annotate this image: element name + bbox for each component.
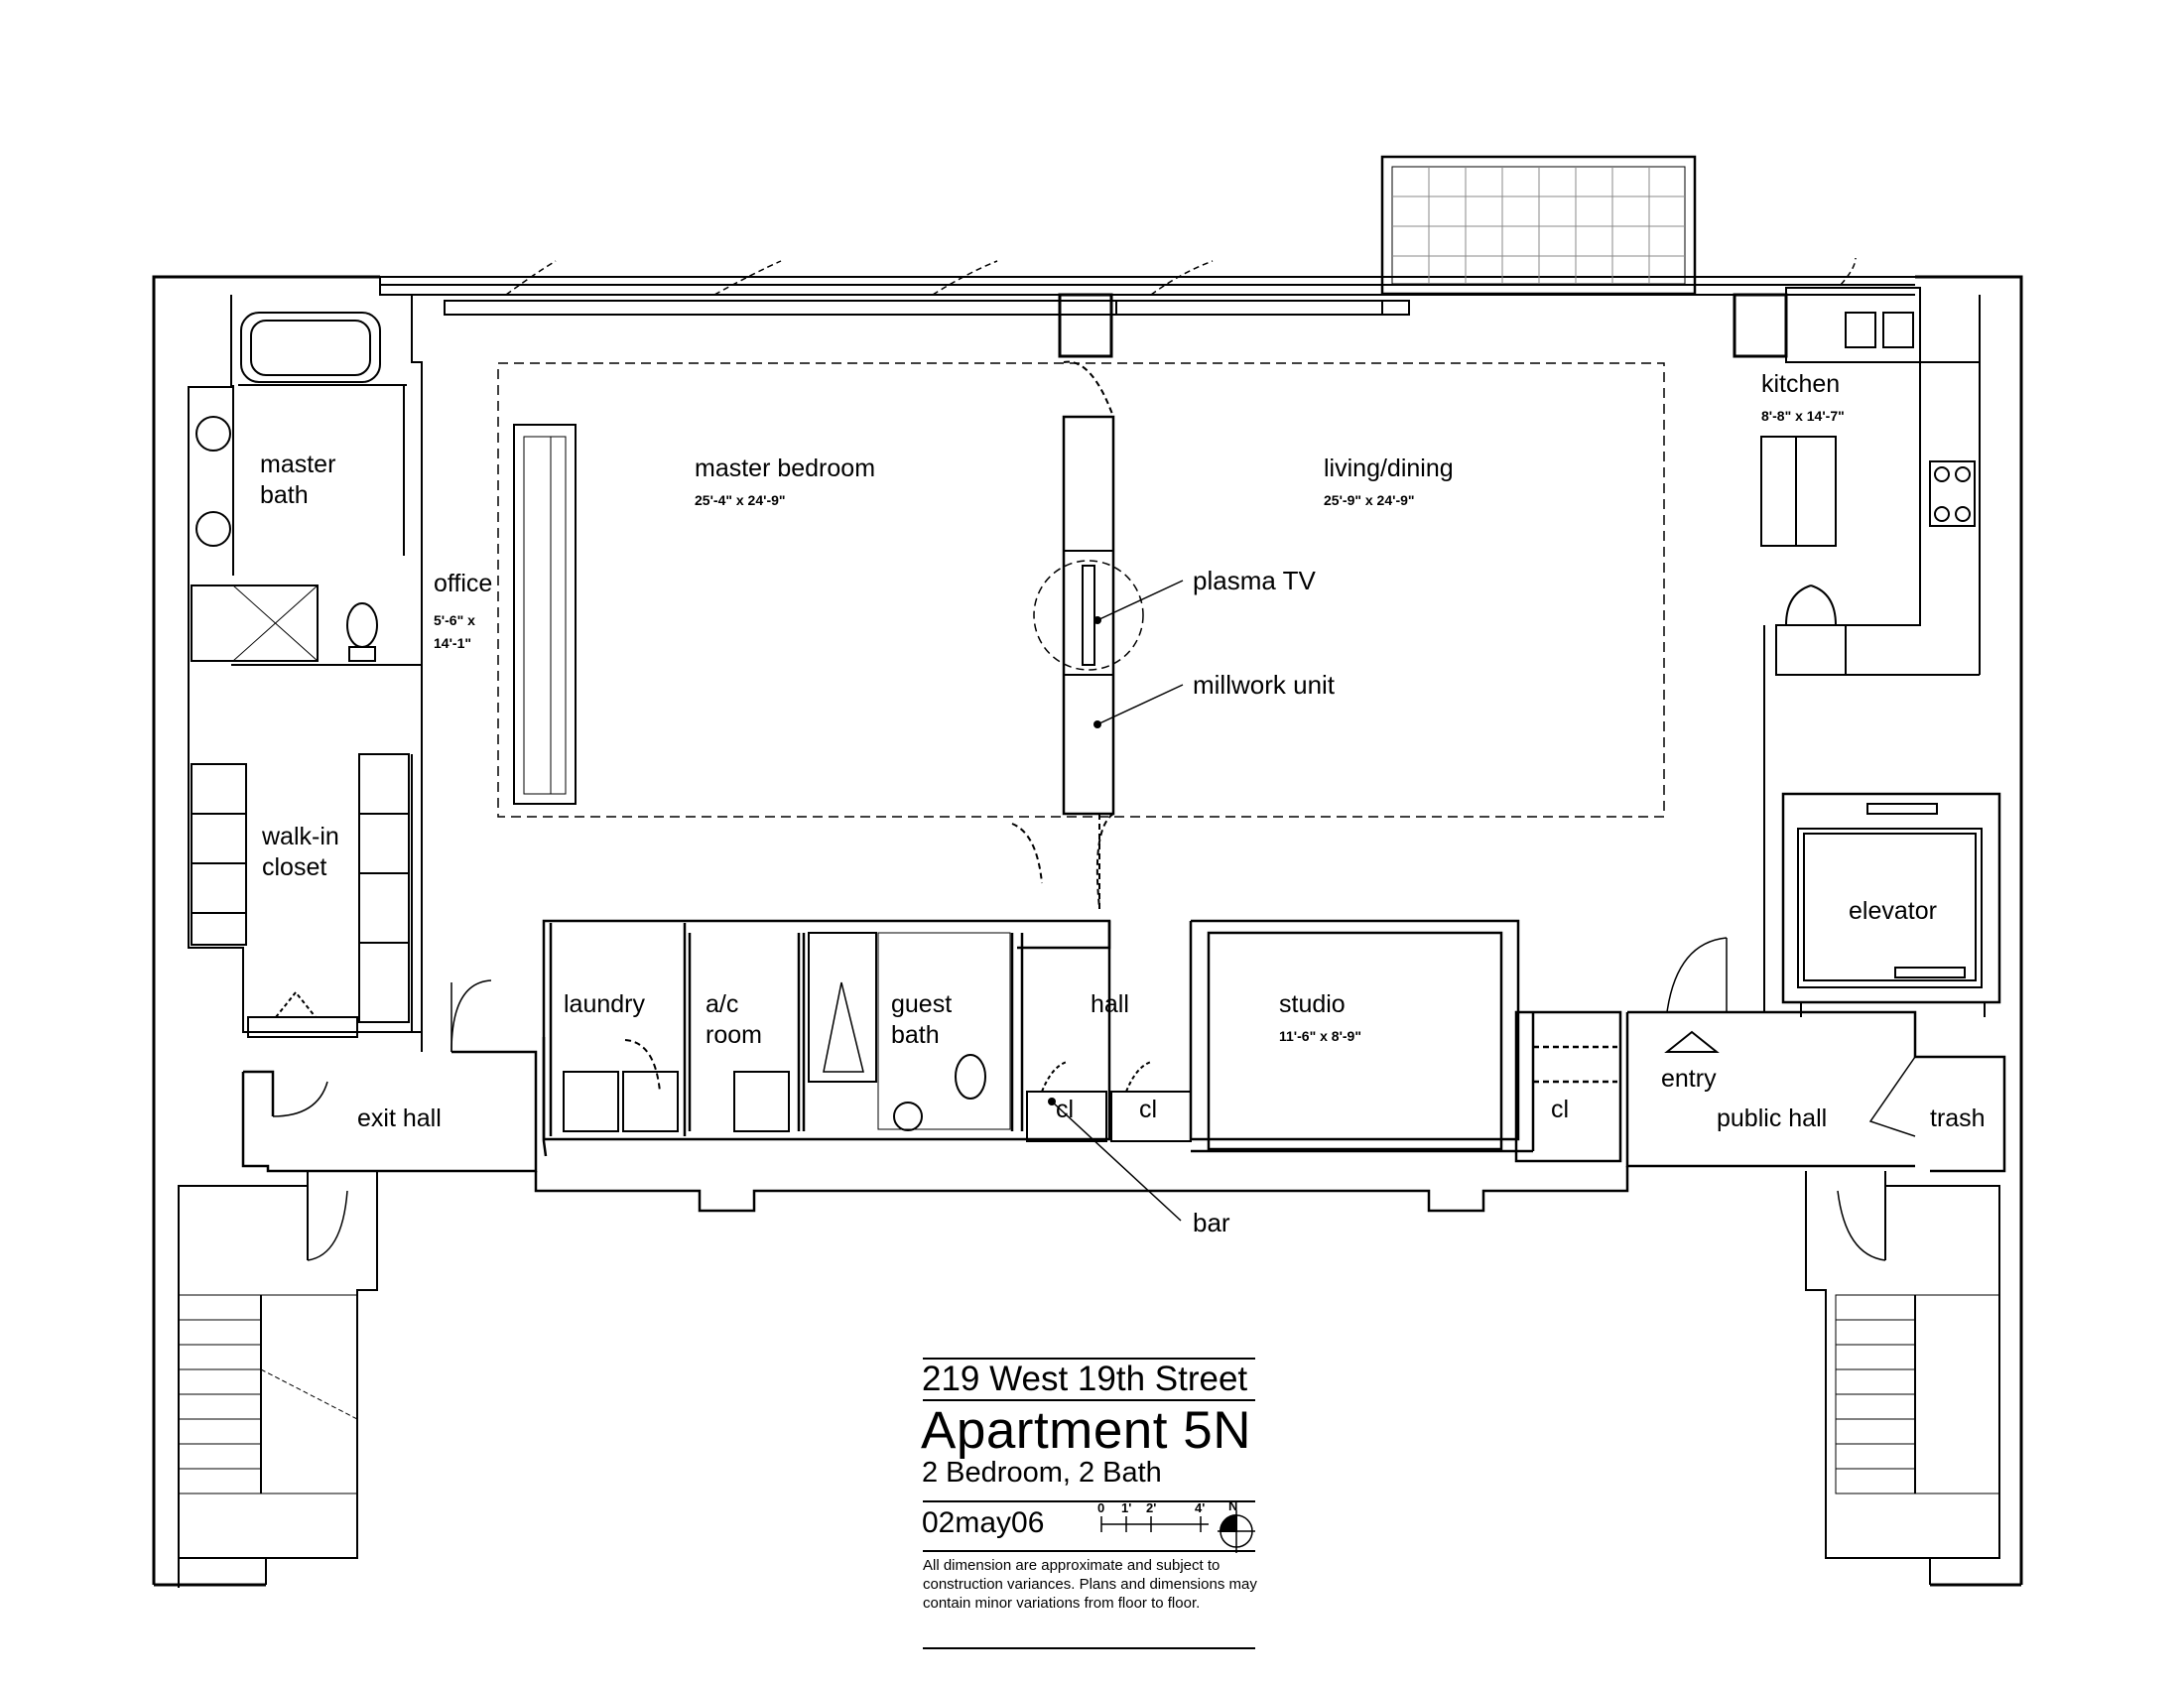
closet-label: cl: [1551, 1096, 1570, 1123]
walk-in-closet-walls: [188, 665, 422, 1038]
north-label: N: [1228, 1498, 1238, 1513]
callout-leaders: [1051, 580, 1184, 1222]
scale-bar: [1100, 1516, 1209, 1532]
title-rule: [923, 1358, 1255, 1360]
title-rule: [923, 1647, 1255, 1649]
exterior-wall: [152, 275, 2023, 1587]
kitchen-dimensions: 8'-8" x 14'-7": [1761, 408, 1845, 424]
bar-callout: bar: [1193, 1208, 1230, 1237]
laundry-label: laundry: [564, 990, 645, 1018]
title-rule: [923, 1500, 1255, 1502]
column: [1733, 293, 1788, 358]
guest-bath-label: guest bath: [891, 990, 953, 1049]
elevator-shaft: [1781, 792, 2001, 1017]
plasma-tv-callout: plasma TV: [1193, 566, 1316, 595]
scale-label: 4': [1195, 1500, 1206, 1515]
entry-label: entry: [1661, 1065, 1717, 1093]
millwork-unit: [1011, 360, 1144, 913]
scale-label: 1': [1121, 1500, 1132, 1515]
walk-in-closet-label: walk-in closet: [262, 823, 339, 881]
millwork-unit-callout: millwork unit: [1193, 670, 1336, 700]
kitchen-fixtures: [1760, 287, 1981, 1012]
exit-hall-label: exit hall: [357, 1104, 442, 1132]
ceiling-outline: [497, 362, 1665, 818]
balcony: [1380, 155, 1697, 296]
closet-label: cl: [1056, 1096, 1075, 1123]
office-label: office: [434, 570, 493, 597]
living-dining-label: living/dining: [1324, 454, 1454, 482]
stair-left: [178, 1171, 378, 1588]
address: 219 West 19th Street: [922, 1360, 1248, 1398]
studio-label: studio: [1279, 990, 1346, 1018]
studio-dimensions: 11'-6" x 8'-9": [1279, 1028, 1361, 1044]
public-hall-label: public hall: [1717, 1104, 1828, 1132]
stair-right: [1805, 1171, 2000, 1585]
master-bath-label: master bath: [260, 451, 336, 509]
scale-label: 0: [1097, 1500, 1105, 1515]
trash-label: trash: [1930, 1104, 1986, 1132]
title-rule: [923, 1550, 1255, 1552]
ac-room-label: a/c room: [706, 990, 762, 1049]
kitchen-label: kitchen: [1761, 370, 1841, 398]
exit-hall-walls: [241, 979, 538, 1173]
north-arrow: [1218, 1510, 1255, 1553]
master-bedroom-dimensions: 25'-4" x 24'-9": [695, 492, 786, 508]
living-dining-dimensions: 25'-9" x 24'-9": [1324, 492, 1415, 508]
courtyard-wall: [534, 1166, 1629, 1213]
scale-label: 2': [1146, 1500, 1157, 1515]
title-rule: [923, 1399, 1255, 1401]
wardrobe: [513, 424, 577, 805]
closet-label: cl: [1139, 1096, 1158, 1123]
office-dimensions: 5'-6" x 14'-1": [434, 612, 475, 652]
apartment-subtitle: 2 Bedroom, 2 Bath: [922, 1457, 1162, 1489]
column: [1058, 293, 1113, 358]
service-fixtures: [563, 932, 1192, 1142]
interior-walls: [542, 919, 1622, 1163]
disclaimer-note: All dimension are approximate and subjec…: [923, 1557, 1257, 1612]
window-swings: [505, 257, 1857, 296]
master-bedroom-label: master bedroom: [695, 454, 876, 482]
elevator-label: elevator: [1849, 897, 1937, 925]
public-hall-walls: [1625, 937, 2006, 1173]
plan-date: 02may06: [922, 1506, 1045, 1539]
apartment-title: Apartment 5N: [921, 1401, 1251, 1460]
hall-label: hall: [1091, 990, 1129, 1018]
